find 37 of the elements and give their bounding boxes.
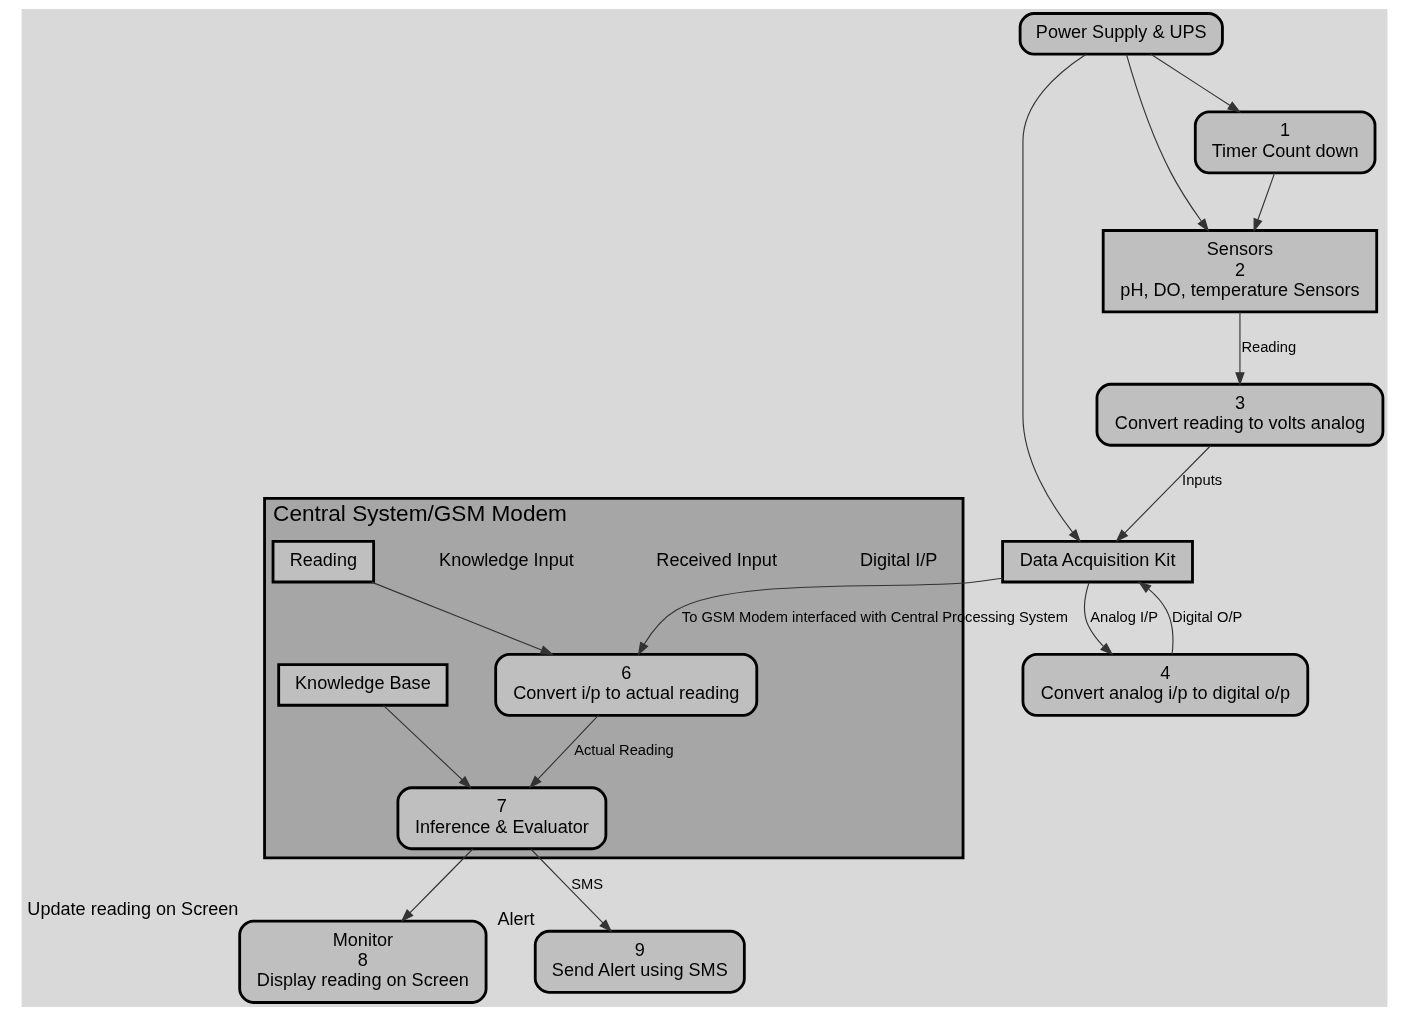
node-box: Knowledge Base <box>276 662 448 707</box>
arrow <box>637 577 1003 656</box>
node-box: 7 Inference & Evaluator <box>396 785 607 850</box>
node-box: 3 Convert reading to volts analog <box>1095 382 1384 447</box>
node-label: Update reading on Screen <box>26 898 238 919</box>
node-box: Data Acquisition Kit <box>1000 539 1194 583</box>
node-box: 4 Convert analog i/p to digital o/p <box>1021 652 1309 717</box>
arrow <box>1125 53 1209 232</box>
edge-label: SMS <box>570 875 603 892</box>
label: Digital I/P <box>859 549 937 570</box>
edge-label: Analog I/P <box>1089 608 1158 625</box>
arrow <box>370 581 554 655</box>
edge-label: Digital O/P <box>1171 608 1242 625</box>
label: Received Input <box>655 549 777 570</box>
node-box: Sensors 2 pH, DO, temperature Sensors <box>1101 228 1378 313</box>
node-label: Alert <box>496 908 535 929</box>
label: Knowledge Input <box>438 549 574 570</box>
arrow <box>1253 172 1275 232</box>
edge-label: Actual Reading <box>573 741 674 758</box>
arrow <box>382 704 472 789</box>
node-box: 6 Convert i/p to actual reading <box>493 652 758 717</box>
edge-label: Inputs <box>1181 471 1222 488</box>
edge-label: Reading <box>1240 338 1296 355</box>
node-box: Reading <box>271 539 375 583</box>
arrow <box>1234 311 1245 386</box>
arrow <box>1021 53 1086 542</box>
arrow <box>1114 444 1211 542</box>
arrow <box>400 847 473 922</box>
arrow <box>1083 581 1113 655</box>
arrow <box>1149 53 1241 113</box>
node-box: Monitor 8 Display reading on Screen <box>237 919 487 1004</box>
arrow <box>529 847 612 932</box>
node-box: 1 Timer Count down <box>1193 109 1376 174</box>
arrow <box>1137 580 1173 655</box>
node-box: Power Supply & UPS <box>1018 11 1224 56</box>
arrow <box>528 714 599 789</box>
node-box: 9 Send Alert using SMS <box>533 929 746 994</box>
